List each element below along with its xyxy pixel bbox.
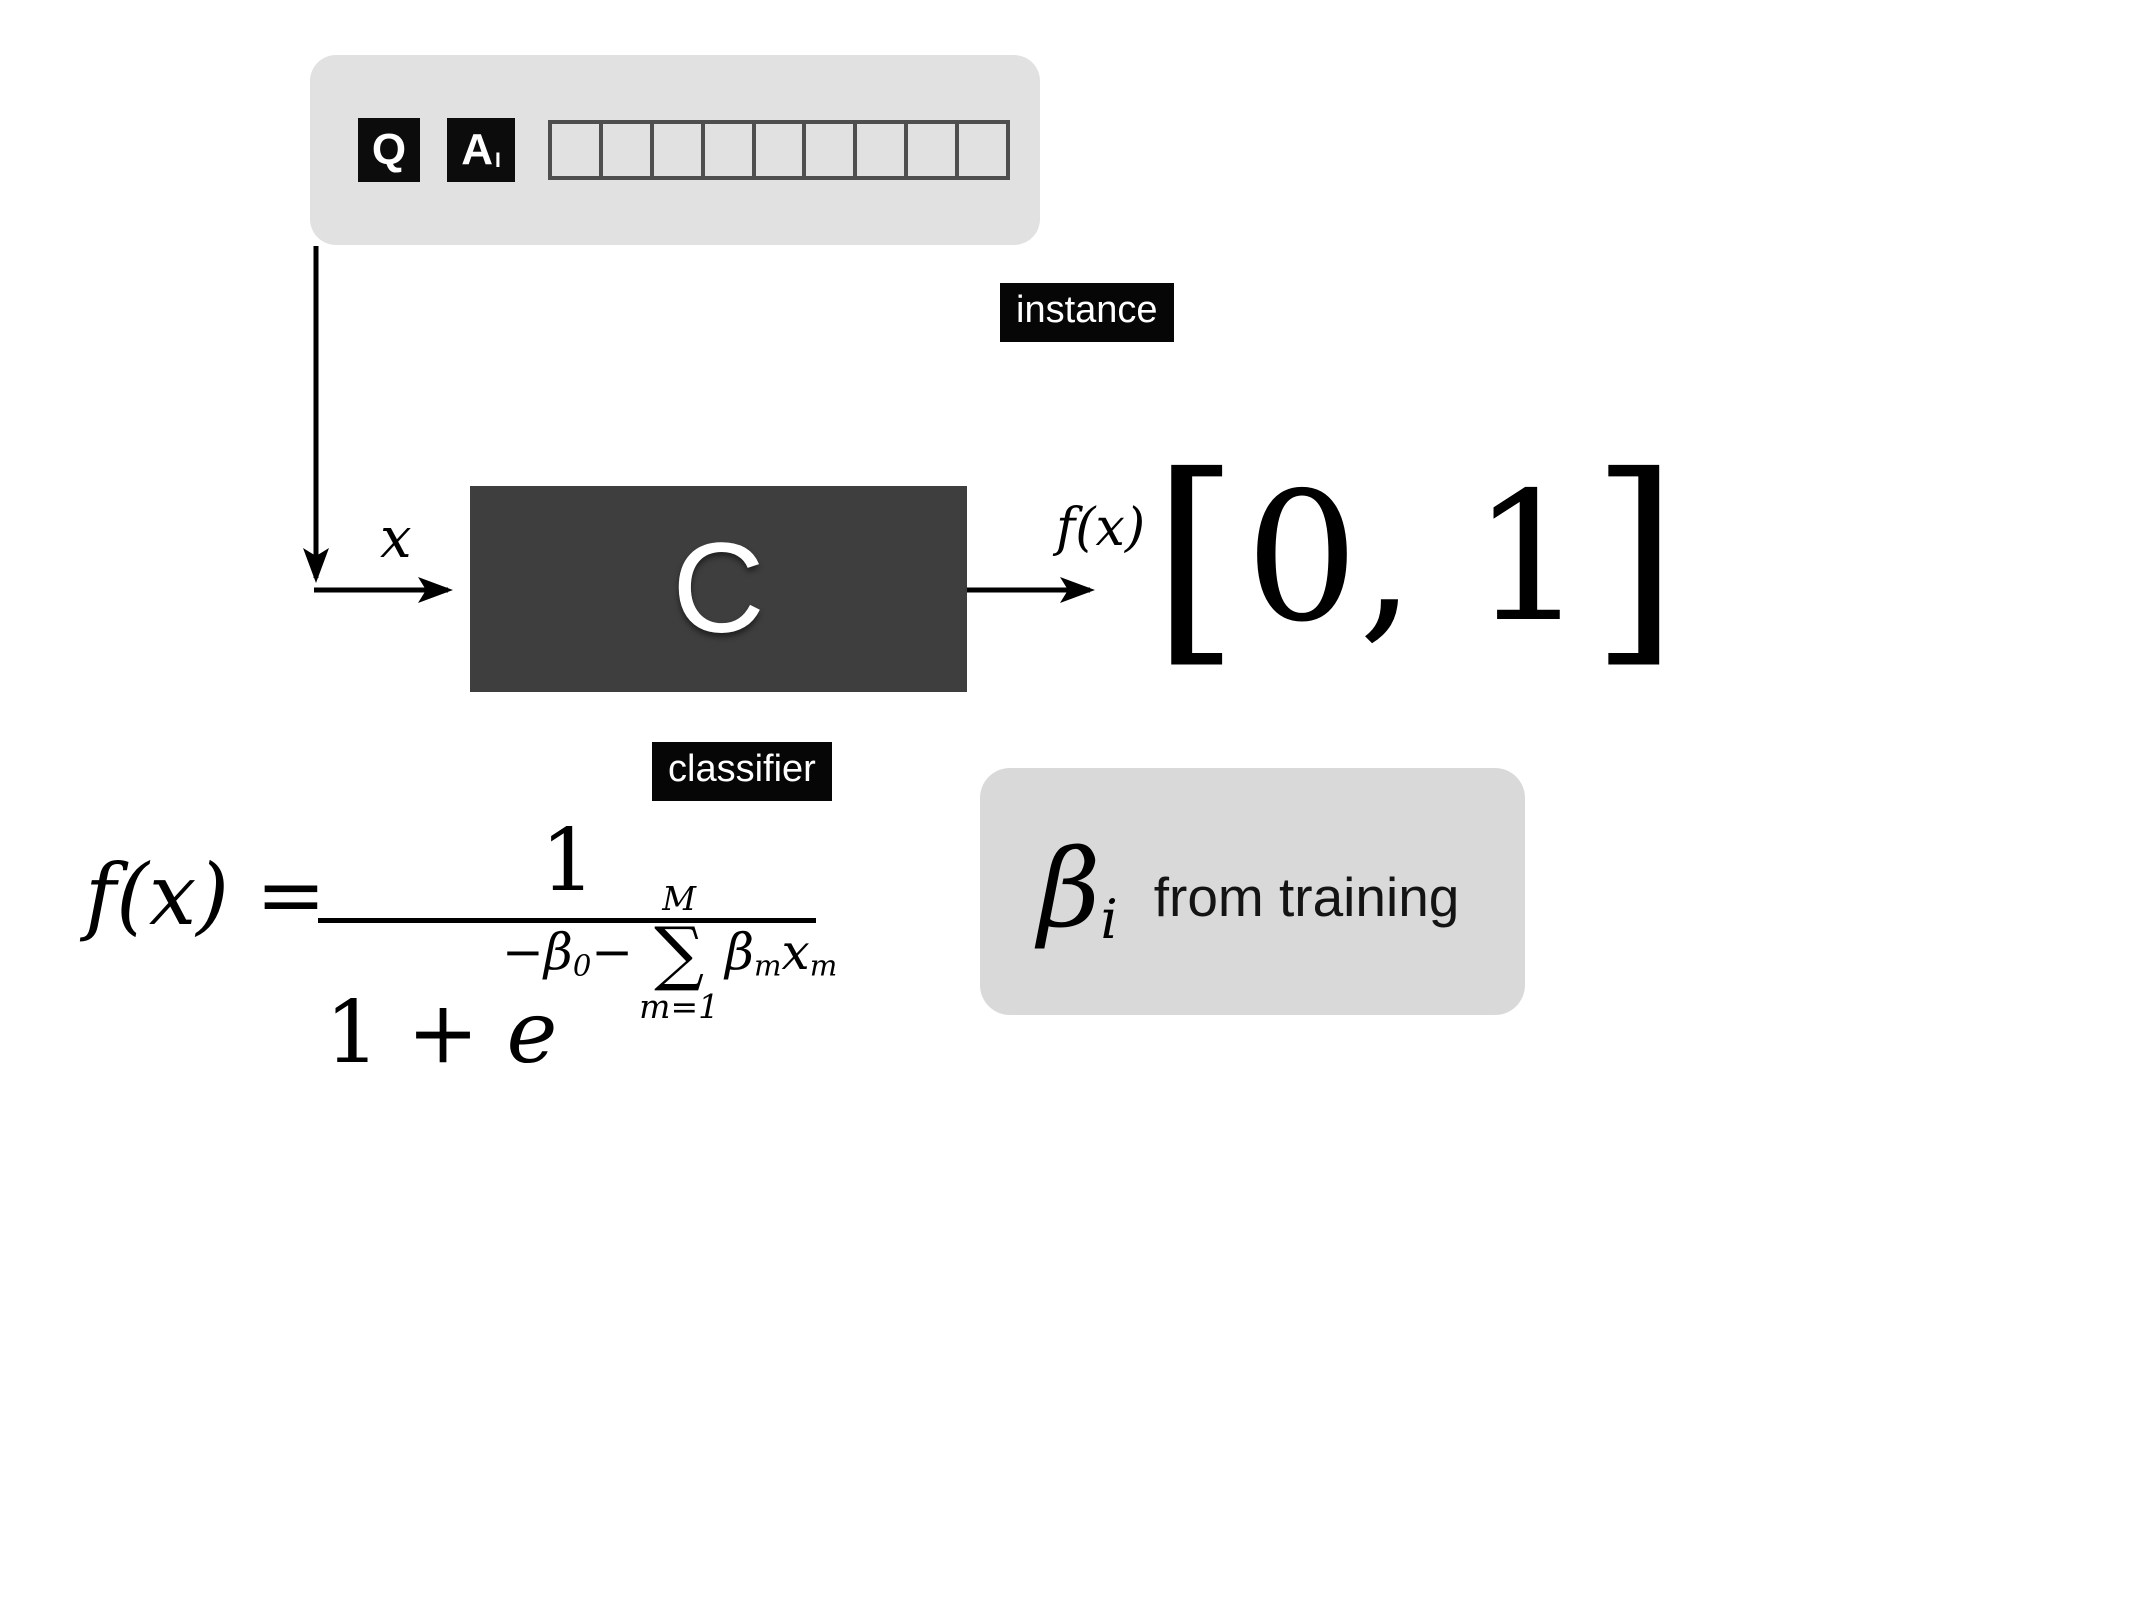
beta-m: β [725,923,755,982]
feature-cell [654,124,705,176]
instance-panel: Q A I [310,55,1040,245]
feature-cell [603,124,654,176]
feature-cell [552,124,603,176]
x-m-subscript: m [809,948,838,983]
classifier-letter: C [672,517,765,660]
formula-numerator: 1 [540,811,596,911]
classifier-tag: classifier [652,742,832,801]
beta-i: β [1038,827,1101,953]
instance-tag: instance [1000,283,1174,342]
sigma-icon: ∑ [654,911,705,994]
feature-vector [548,120,1010,180]
range-values: 0, 1 [1245,454,1586,662]
feature-cell [705,124,756,176]
training-note-text: from training [1153,865,1460,928]
exponent-beta0-term: −β0− [502,923,633,982]
beta-m-subscript: m [754,948,782,983]
beta-i-subscript: i [1100,887,1118,951]
answer-chip-subscript: I [494,149,501,172]
x-m: x [781,923,810,982]
range-close-bracket: ] [1591,427,1679,688]
sum-lower-limit: m=1 [639,986,720,1026]
denominator-e: e [506,983,558,1083]
beta0-subscript: 0 [572,948,592,983]
output-fx-label: f(x) [1056,498,1146,558]
feature-cell [756,124,807,176]
formula-exponent: −β0− M ∑ m=1 βmxm [502,880,837,1026]
question-chip-label: Q [371,125,407,174]
minus-beta: −β [502,923,573,982]
denominator-one-plus: 1 + [325,983,507,1083]
fraction-bar [318,918,816,923]
input-x-label: x [380,506,412,571]
feature-cell [806,124,858,176]
output-range: [ 0, 1 ] [1152,427,1679,688]
answer-chip: A I [447,118,515,182]
range-open-bracket: [ [1152,427,1240,688]
minus-sign: − [591,923,634,982]
training-note-box: βi from training [980,768,1525,1015]
sum-upper-limit: M [662,879,697,918]
feature-cell [857,124,909,176]
feature-cell [908,124,960,176]
summation: M ∑ m=1 [639,880,719,1026]
answer-chip-label: A [461,125,493,174]
formula-lhs: f(x) = [85,846,327,944]
exponent-betam-xm-term: βmxm [725,923,837,982]
question-chip: Q [358,118,420,182]
beta-i-symbol: βi [1038,836,1118,947]
classifier-box: C [470,486,967,692]
formula-denominator-base: 1 + e [325,982,557,1085]
